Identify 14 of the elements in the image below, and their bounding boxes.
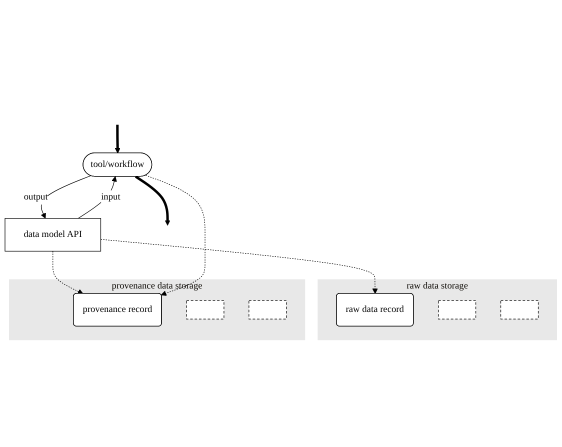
- arrow: [100, 239, 378, 294]
- arrow: [78, 176, 117, 220]
- arrow: [134, 176, 170, 226]
- node-box: [438, 300, 476, 320]
- arrow: [145, 175, 206, 296]
- node-box: [186, 300, 224, 320]
- arrow: [40, 176, 91, 220]
- edge-label: output: [24, 192, 48, 203]
- node-box: [500, 300, 539, 320]
- arrow: [52, 251, 84, 294]
- node-box: data model API: [4, 218, 102, 252]
- edge-label: input: [101, 192, 120, 203]
- node-box: [248, 300, 287, 320]
- arrow: [114, 125, 120, 154]
